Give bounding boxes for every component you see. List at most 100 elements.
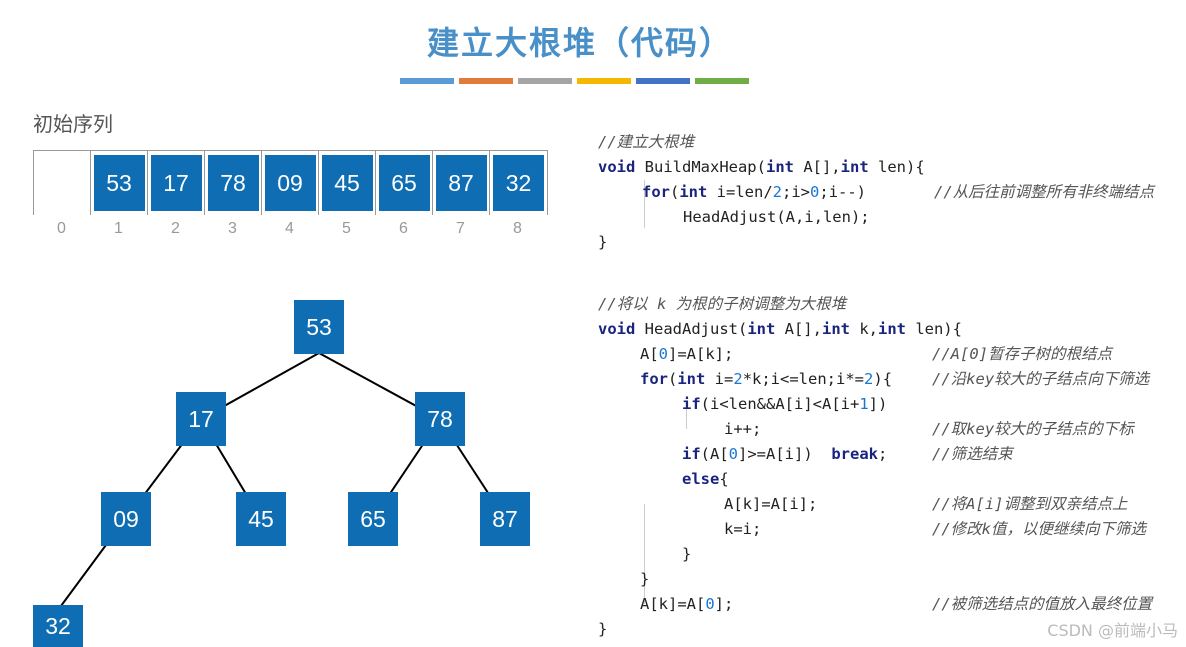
- code-text: i=: [705, 370, 734, 388]
- code-text: A[: [640, 345, 659, 363]
- color-bar-segment-6: [695, 78, 749, 84]
- code-line: //A[0]暂存子树的根结点: [932, 342, 1112, 367]
- array-value: 09: [264, 155, 316, 211]
- code-number: 2: [733, 370, 743, 388]
- code-text: HeadAdjust(A,i,len);: [683, 208, 870, 226]
- code-text: i=len/: [707, 183, 773, 201]
- code-comment: //将以 k 为根的子树调整为大根堆: [598, 295, 847, 313]
- code-text: ;i>: [782, 183, 811, 201]
- array-cell-8: 32: [490, 151, 547, 215]
- array-value: 65: [378, 155, 430, 211]
- code-line: //将A[i]调整到双亲结点上: [932, 492, 1128, 517]
- code-keyword: int: [679, 183, 708, 201]
- code-text: len){: [868, 158, 925, 176]
- code-text: A[k]=A[: [640, 595, 706, 613]
- code-line: if(A[0]>=A[i]) break;: [682, 442, 887, 467]
- array-cell-7: 87: [433, 151, 490, 215]
- code-keyword: int: [677, 370, 706, 388]
- tree-node-3: 78: [415, 392, 465, 446]
- code-text: }: [598, 620, 608, 638]
- code-text: A[k]=A[i];: [724, 495, 818, 513]
- array-index: 0: [57, 220, 66, 237]
- code-keyword: int: [840, 158, 869, 176]
- code-comment: //建立大根堆: [598, 133, 695, 151]
- code-number: 0: [705, 595, 715, 613]
- code-line: }: [598, 230, 607, 255]
- indent-guide: [644, 180, 645, 228]
- code-line: HeadAdjust(A,i,len);: [683, 205, 870, 230]
- color-bar-segment-2: [459, 78, 513, 84]
- page-title: 建立大根堆（代码）: [426, 24, 733, 62]
- code-text: ]): [868, 395, 888, 413]
- code-line: //建立大根堆: [598, 130, 694, 155]
- color-bar-segment-4: [577, 78, 631, 84]
- code-text: (A[: [700, 445, 729, 463]
- code-line: //从后往前调整所有非终端结点: [934, 180, 1154, 205]
- tree-node-8: 32: [33, 605, 83, 647]
- watermark: CSDN @前端小马: [1047, 621, 1178, 640]
- tree-node-6: 65: [348, 492, 398, 546]
- code-text: HeadAdjust(: [635, 320, 748, 338]
- array-index: 3: [228, 220, 237, 237]
- code-text: }: [640, 570, 650, 588]
- indent-guide: [644, 504, 645, 604]
- code-line: //被筛选结点的值放入最终位置: [932, 592, 1152, 617]
- title-color-bar: [400, 78, 749, 84]
- code-comment: //将A[i]调整到双亲结点上: [932, 495, 1128, 513]
- sequence-label: 初始序列: [33, 112, 113, 136]
- array-value: 78: [207, 155, 259, 211]
- array-cell-0: [34, 151, 91, 215]
- code-line: for(int i=2*k;i<=len;i*=2){: [640, 367, 892, 392]
- code-keyword: void: [598, 320, 636, 338]
- code-text: BuildMaxHeap(: [635, 158, 766, 176]
- array-index: 2: [171, 220, 180, 237]
- code-line: void BuildMaxHeap(int A[],int len){: [598, 155, 925, 180]
- code-text: (: [668, 370, 678, 388]
- code-number: 1: [859, 395, 869, 413]
- code-comment: //筛选结束: [932, 445, 1013, 463]
- code-text: (i<len&&A[i]<A[i+: [700, 395, 860, 413]
- code-comment: //被筛选结点的值放入最终位置: [932, 595, 1153, 613]
- code-line: }: [598, 617, 607, 642]
- array-index: 4: [285, 220, 294, 237]
- array-value: 32: [493, 155, 544, 211]
- code-text: A[],: [775, 320, 822, 338]
- code-text: ]>=A[i]): [738, 445, 832, 463]
- tree-node-5: 45: [236, 492, 286, 546]
- code-keyword: else: [682, 470, 720, 488]
- code-comment: //沿key较大的子结点向下筛选: [932, 370, 1150, 388]
- array-cell-1: 53: [91, 151, 148, 215]
- tree-node-7: 87: [480, 492, 530, 546]
- code-line: void HeadAdjust(int A[],int k,int len){: [598, 317, 962, 342]
- array-value: 45: [321, 155, 373, 211]
- code-text: {: [719, 470, 729, 488]
- array-cell-2: 17: [148, 151, 205, 215]
- code-number: 2: [864, 370, 874, 388]
- array-indices: 0 1 2 3 4 5 6 7 8: [33, 220, 546, 238]
- code-keyword: void: [598, 158, 636, 176]
- code-number: 0: [728, 445, 739, 463]
- array-cell-4: 09: [262, 151, 319, 215]
- array-index: 6: [399, 220, 408, 237]
- tree-node-4: 09: [101, 492, 151, 546]
- code-keyword: int: [765, 158, 794, 176]
- code-comment: //取key较大的子结点的下标: [932, 420, 1134, 438]
- array-value: 53: [93, 155, 145, 211]
- code-line: //沿key较大的子结点向下筛选: [932, 367, 1149, 392]
- code-text: ]=A[k];: [668, 345, 734, 363]
- code-keyword: if: [682, 445, 701, 463]
- code-line: A[k]=A[0];: [640, 592, 733, 617]
- code-text: }: [682, 545, 692, 563]
- code-text: i++;: [724, 420, 762, 438]
- code-text: k,: [849, 320, 878, 338]
- code-keyword: int: [747, 320, 776, 338]
- code-text: ];: [714, 595, 734, 613]
- tree-node-2: 17: [176, 392, 226, 446]
- code-text: ){: [873, 370, 893, 388]
- code-text: }: [598, 233, 608, 251]
- code-text: ;i--): [819, 183, 867, 201]
- code-line: //取key较大的子结点的下标: [932, 417, 1134, 442]
- color-bar-segment-5: [636, 78, 690, 84]
- code-line: }: [682, 542, 691, 567]
- indent-guide: [686, 404, 687, 429]
